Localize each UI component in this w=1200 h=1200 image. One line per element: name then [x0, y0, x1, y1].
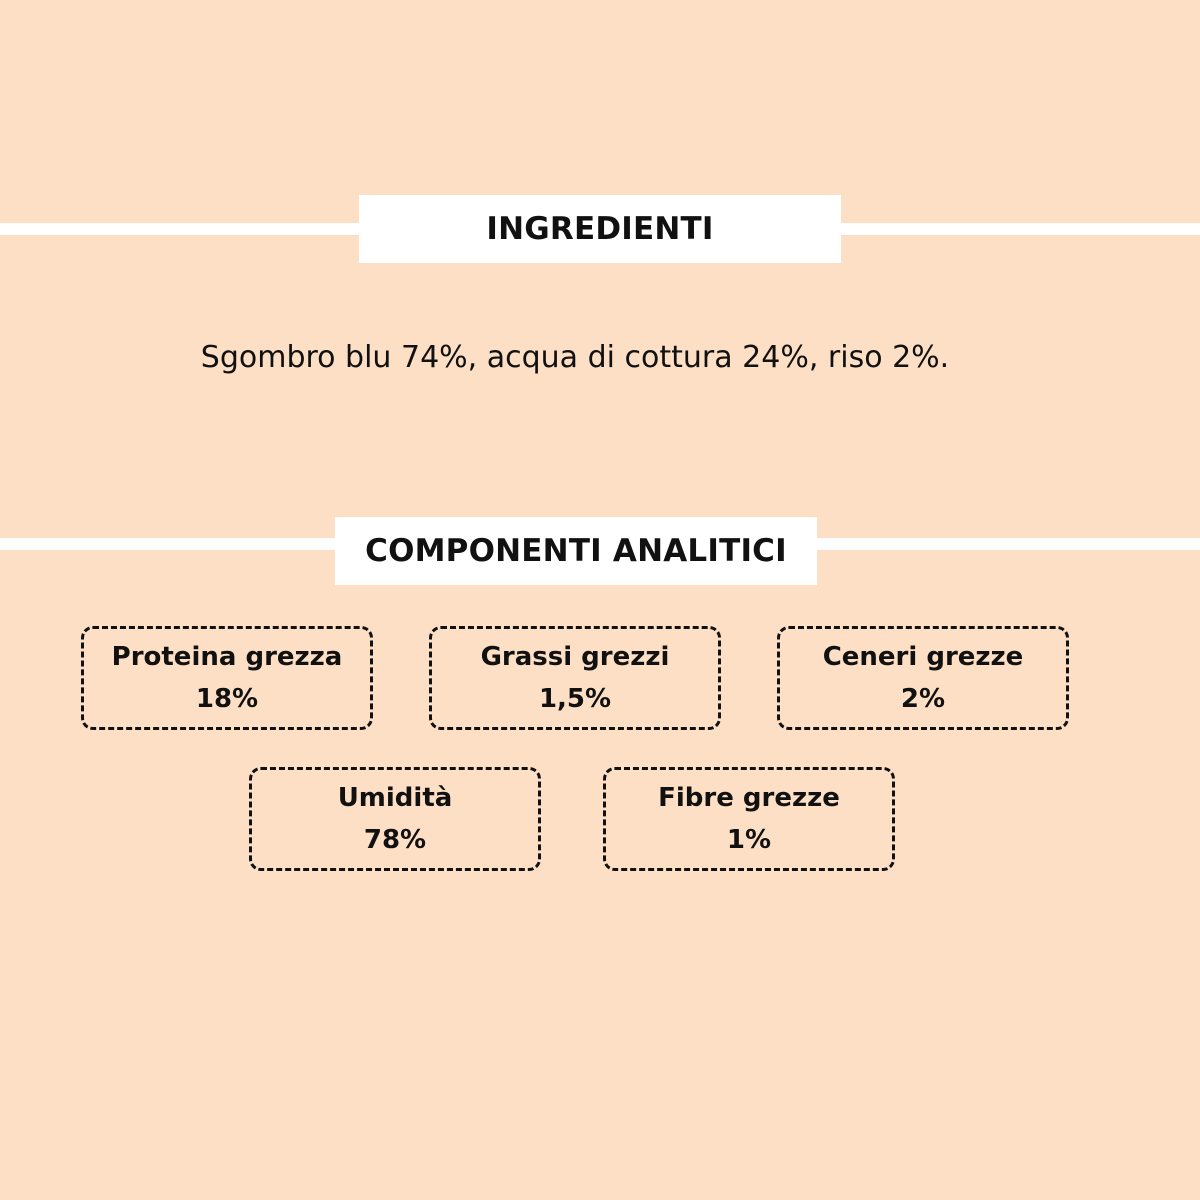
ingredients-list: Sgombro blu 74%, acqua di cottura 24%, r…: [200, 340, 950, 375]
component-value: 18%: [195, 684, 259, 714]
component-value: 78%: [363, 825, 427, 855]
component-card-proteina: Proteina grezza 18%: [81, 626, 373, 730]
components-heading: COMPONENTI ANALITICI: [335, 517, 817, 585]
component-card-grassi: Grassi grezzi 1,5%: [429, 626, 721, 730]
component-name: Grassi grezzi: [480, 642, 670, 672]
component-card-fibre: Fibre grezze 1%: [603, 767, 895, 871]
component-name: Umidità: [337, 783, 453, 813]
component-name: Fibre grezze: [658, 783, 840, 813]
component-value: 1,5%: [538, 684, 612, 714]
component-value: 1%: [726, 825, 772, 855]
component-name: Ceneri grezze: [822, 642, 1024, 672]
component-value: 2%: [900, 684, 946, 714]
component-card-umidita: Umidità 78%: [249, 767, 541, 871]
component-name: Proteina grezza: [111, 642, 343, 672]
ingredients-heading: INGREDIENTI: [359, 195, 841, 263]
component-card-ceneri: Ceneri grezze 2%: [777, 626, 1069, 730]
